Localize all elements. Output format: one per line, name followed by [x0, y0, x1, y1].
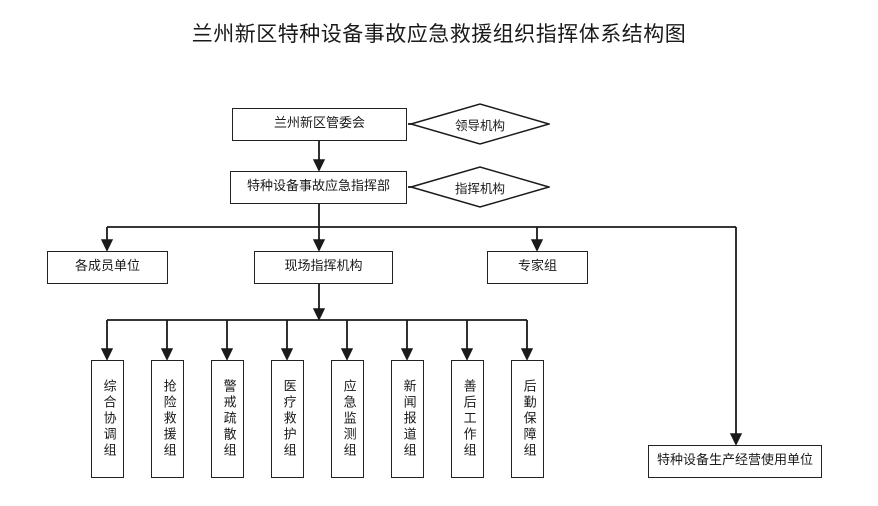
- node-onsite-command[interactable]: 现场指挥机构: [254, 251, 393, 284]
- page-title: 兰州新区特种设备事故应急救援组织指挥体系结构图: [191, 22, 687, 46]
- node-command-center-label: 特种设备事故应急指挥部: [246, 179, 390, 195]
- node-expert-group[interactable]: 专家组: [487, 251, 588, 284]
- node-top-authority-label: 兰州新区管委会: [273, 116, 365, 132]
- node-member-units-label: 各成员单位: [74, 259, 140, 275]
- node-group-2[interactable]: 抢险救援组: [151, 360, 184, 478]
- badge-command-label: 指挥机构: [454, 180, 505, 196]
- badge-command[interactable]: 指挥机构: [410, 166, 550, 208]
- node-group-8-label: 后勤保障组: [520, 379, 536, 459]
- node-group-7[interactable]: 善后工作组: [451, 360, 484, 478]
- node-group-8[interactable]: 后勤保障组: [511, 360, 544, 478]
- node-member-units[interactable]: 各成员单位: [47, 251, 168, 284]
- node-command-center[interactable]: 特种设备事故应急指挥部: [230, 171, 407, 204]
- node-top-authority[interactable]: 兰州新区管委会: [232, 108, 407, 141]
- node-group-6[interactable]: 新闻报道组: [391, 360, 424, 478]
- node-group-3-label: 警戒疏散组: [220, 379, 236, 459]
- node-group-1-label: 综合协调组: [100, 379, 116, 459]
- node-group-6-label: 新闻报道组: [400, 379, 416, 459]
- node-group-4-label: 医疗救护组: [280, 379, 296, 459]
- node-expert-group-label: 专家组: [517, 259, 557, 275]
- node-group-3[interactable]: 警戒疏散组: [211, 360, 244, 478]
- diamond-shape-leadership: [410, 103, 550, 145]
- node-onsite-command-label: 现场指挥机构: [284, 259, 363, 275]
- node-enterprise-units-label: 特种设备生产经营使用单位: [656, 453, 813, 469]
- badge-leadership-label: 领导机构: [454, 117, 505, 133]
- node-group-5[interactable]: 应急监测组: [331, 360, 364, 478]
- node-group-7-label: 善后工作组: [460, 379, 476, 459]
- node-enterprise-units[interactable]: 特种设备生产经营使用单位: [648, 445, 822, 478]
- node-group-5-label: 应急监测组: [340, 379, 356, 459]
- node-group-1[interactable]: 综合协调组: [91, 360, 124, 478]
- badge-leadership[interactable]: 领导机构: [410, 103, 550, 145]
- node-group-4[interactable]: 医疗救护组: [271, 360, 304, 478]
- diamond-shape-command: [410, 166, 550, 208]
- node-group-2-label: 抢险救援组: [160, 379, 176, 459]
